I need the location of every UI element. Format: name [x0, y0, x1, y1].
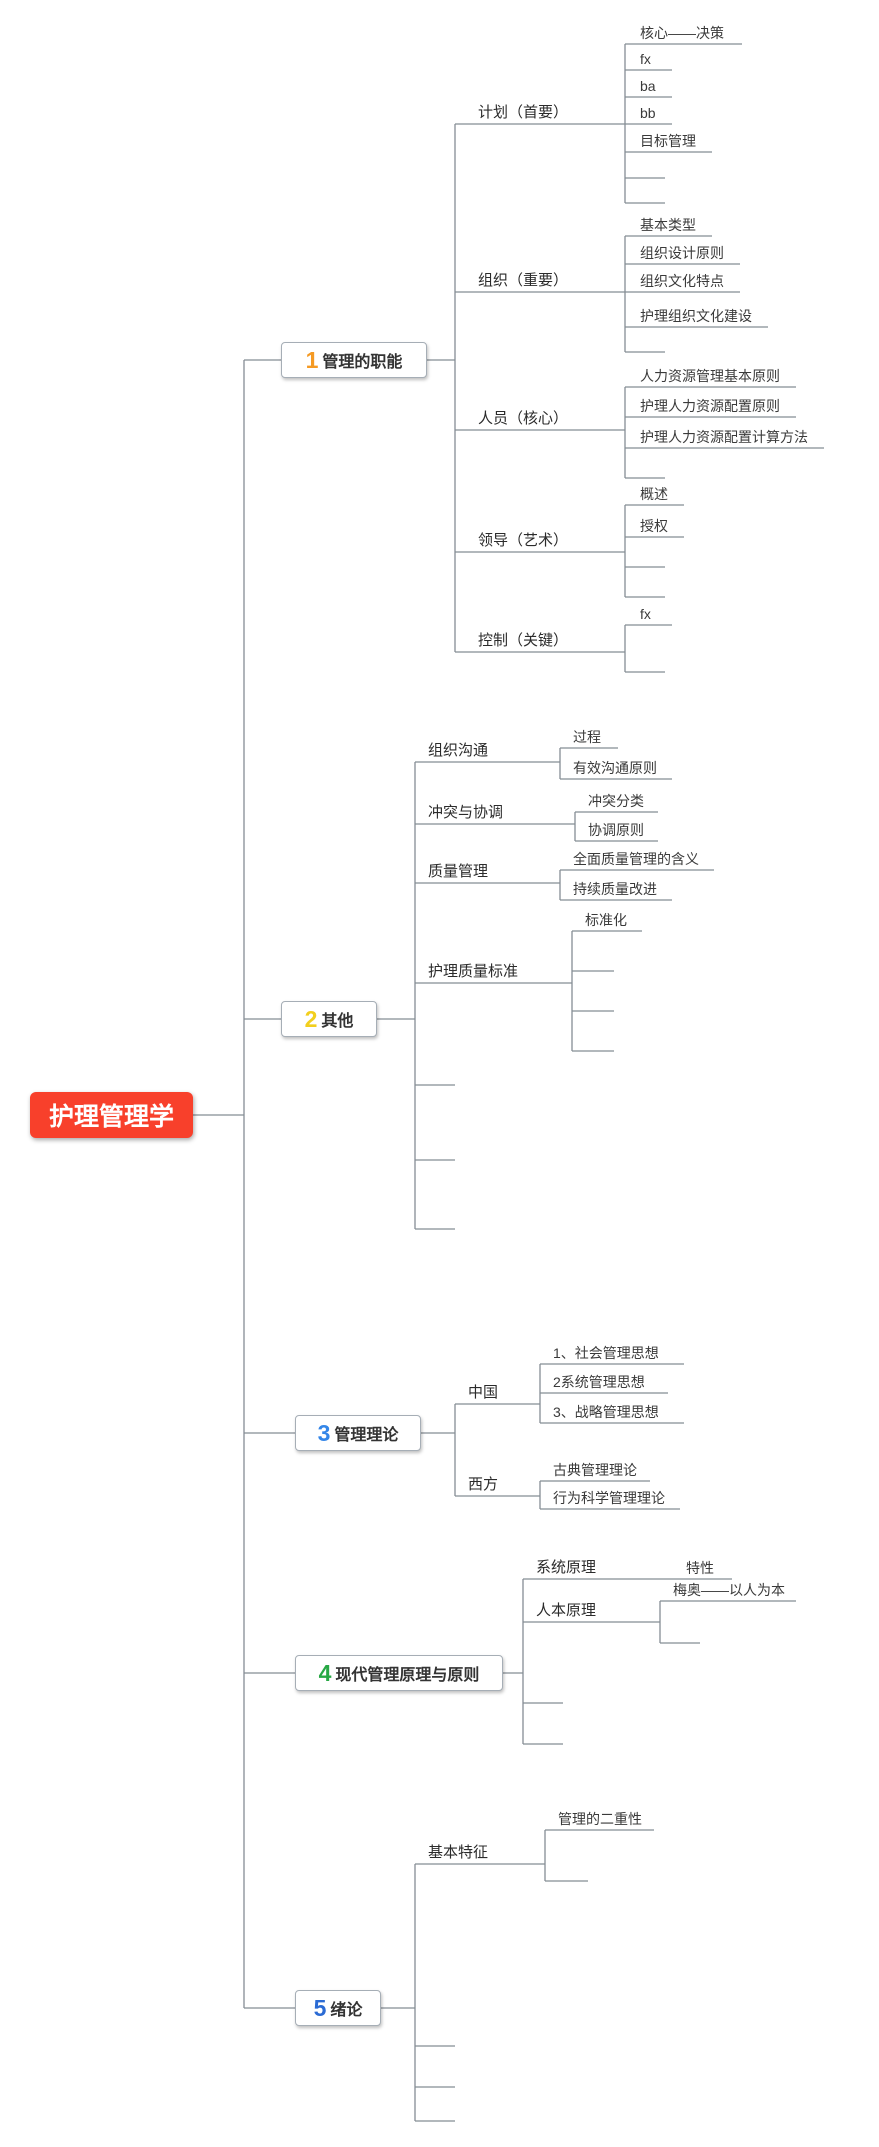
leaf-topic-label[interactable]: 行为科学管理理论 — [553, 1490, 665, 1506]
leaf-topic-label[interactable]: 基本类型 — [640, 217, 696, 233]
subtopic-label[interactable]: 质量管理 — [428, 863, 489, 880]
topic-title: 管理理论 — [334, 1427, 399, 1444]
leaf-topic-label[interactable]: 古典管理理论 — [553, 1462, 637, 1478]
leaf-topic-label[interactable]: 过程 — [573, 729, 601, 745]
leaf-topic-label[interactable]: 全面质量管理的含义 — [573, 851, 699, 867]
subtopic-label[interactable]: 组织（重要） — [478, 272, 569, 289]
subtopic-label[interactable]: 基本特征 — [428, 1844, 489, 1861]
leaf-topic-label[interactable]: bb — [640, 105, 656, 121]
topic-title: 其他 — [321, 1013, 354, 1030]
topic-title: 管理的职能 — [322, 354, 403, 371]
subtopic-label[interactable]: 系统原理 — [536, 1559, 597, 1576]
topic-number: 1 — [305, 346, 319, 373]
leaf-topic-label[interactable]: 概述 — [640, 486, 668, 502]
main-topic-2[interactable]: 2 其他 — [281, 1001, 377, 1037]
leaf-topic-label[interactable]: 协调原则 — [588, 822, 644, 838]
leaf-topic-label[interactable]: 有效沟通原则 — [573, 760, 657, 776]
leaf-topic-label[interactable]: 护理人力资源配置原则 — [640, 398, 780, 414]
leaf-topic-label[interactable]: 核心——决策 — [640, 25, 724, 41]
leaf-topic-label[interactable]: 管理的二重性 — [558, 1811, 642, 1827]
leaf-topic-label[interactable]: 人力资源管理基本原则 — [640, 368, 780, 384]
leaf-topic-label[interactable]: 护理组织文化建设 — [640, 308, 752, 324]
leaf-topic-label[interactable]: 持续质量改进 — [573, 881, 657, 897]
subtopic-label[interactable]: 人本原理 — [536, 1602, 597, 1619]
leaf-topic-label[interactable]: 组织设计原则 — [640, 245, 724, 261]
topic-title: 绪论 — [330, 2002, 363, 2019]
subtopic-label[interactable]: 控制（关键） — [478, 632, 569, 649]
subtopic-label[interactable]: 西方 — [468, 1476, 499, 1493]
leaf-topic-label[interactable]: 授权 — [640, 518, 668, 534]
leaf-topic-label[interactable]: ba — [640, 78, 656, 94]
topic-title: 现代管理原理与原则 — [335, 1667, 480, 1684]
main-topic-5[interactable]: 5 绪论 — [295, 1990, 381, 2026]
leaf-topic-label[interactable]: 目标管理 — [640, 133, 696, 149]
leaf-topic-label[interactable]: 冲突分类 — [588, 793, 644, 809]
topic-number: 4 — [318, 1659, 332, 1686]
leaf-topic-label[interactable]: 标准化 — [585, 912, 627, 928]
leaf-topic-label[interactable]: fx — [640, 606, 651, 622]
subtopic-label[interactable]: 护理质量标准 — [428, 963, 519, 980]
main-topic-4[interactable]: 4 现代管理原理与原则 — [295, 1655, 503, 1691]
subtopic-label[interactable]: 领导（艺术） — [478, 532, 569, 549]
subtopic-label[interactable]: 冲突与协调 — [428, 804, 504, 821]
leaf-topic-label[interactable]: 2系统管理思想 — [553, 1374, 645, 1390]
topic-number: 5 — [313, 1994, 327, 2021]
subtopic-label[interactable]: 人员（核心） — [478, 410, 569, 427]
main-topic-3[interactable]: 3 管理理论 — [295, 1415, 421, 1451]
leaf-topic-label[interactable]: 1、社会管理思想 — [553, 1345, 659, 1361]
subtopic-label[interactable]: 中国 — [468, 1384, 499, 1401]
topic-number: 2 — [304, 1005, 318, 1032]
leaf-topic-label[interactable]: 组织文化特点 — [640, 273, 724, 289]
main-topic-1[interactable]: 1 管理的职能 — [281, 342, 427, 378]
leaf-topic-label[interactable]: fx — [640, 51, 651, 67]
root-topic[interactable]: 护理管理学 — [30, 1092, 193, 1138]
subtopic-label[interactable]: 组织沟通 — [428, 742, 489, 759]
topic-number: 3 — [317, 1419, 331, 1446]
leaf-topic-label[interactable]: 3、战略管理思想 — [553, 1404, 659, 1420]
subtopic-label[interactable]: 计划（首要） — [478, 104, 569, 121]
leaf-topic-label[interactable]: 护理人力资源配置计算方法 — [640, 429, 808, 445]
leaf-topic-label[interactable]: 特性 — [686, 1560, 714, 1576]
leaf-topic-label[interactable]: 梅奥——以人为本 — [673, 1582, 785, 1598]
